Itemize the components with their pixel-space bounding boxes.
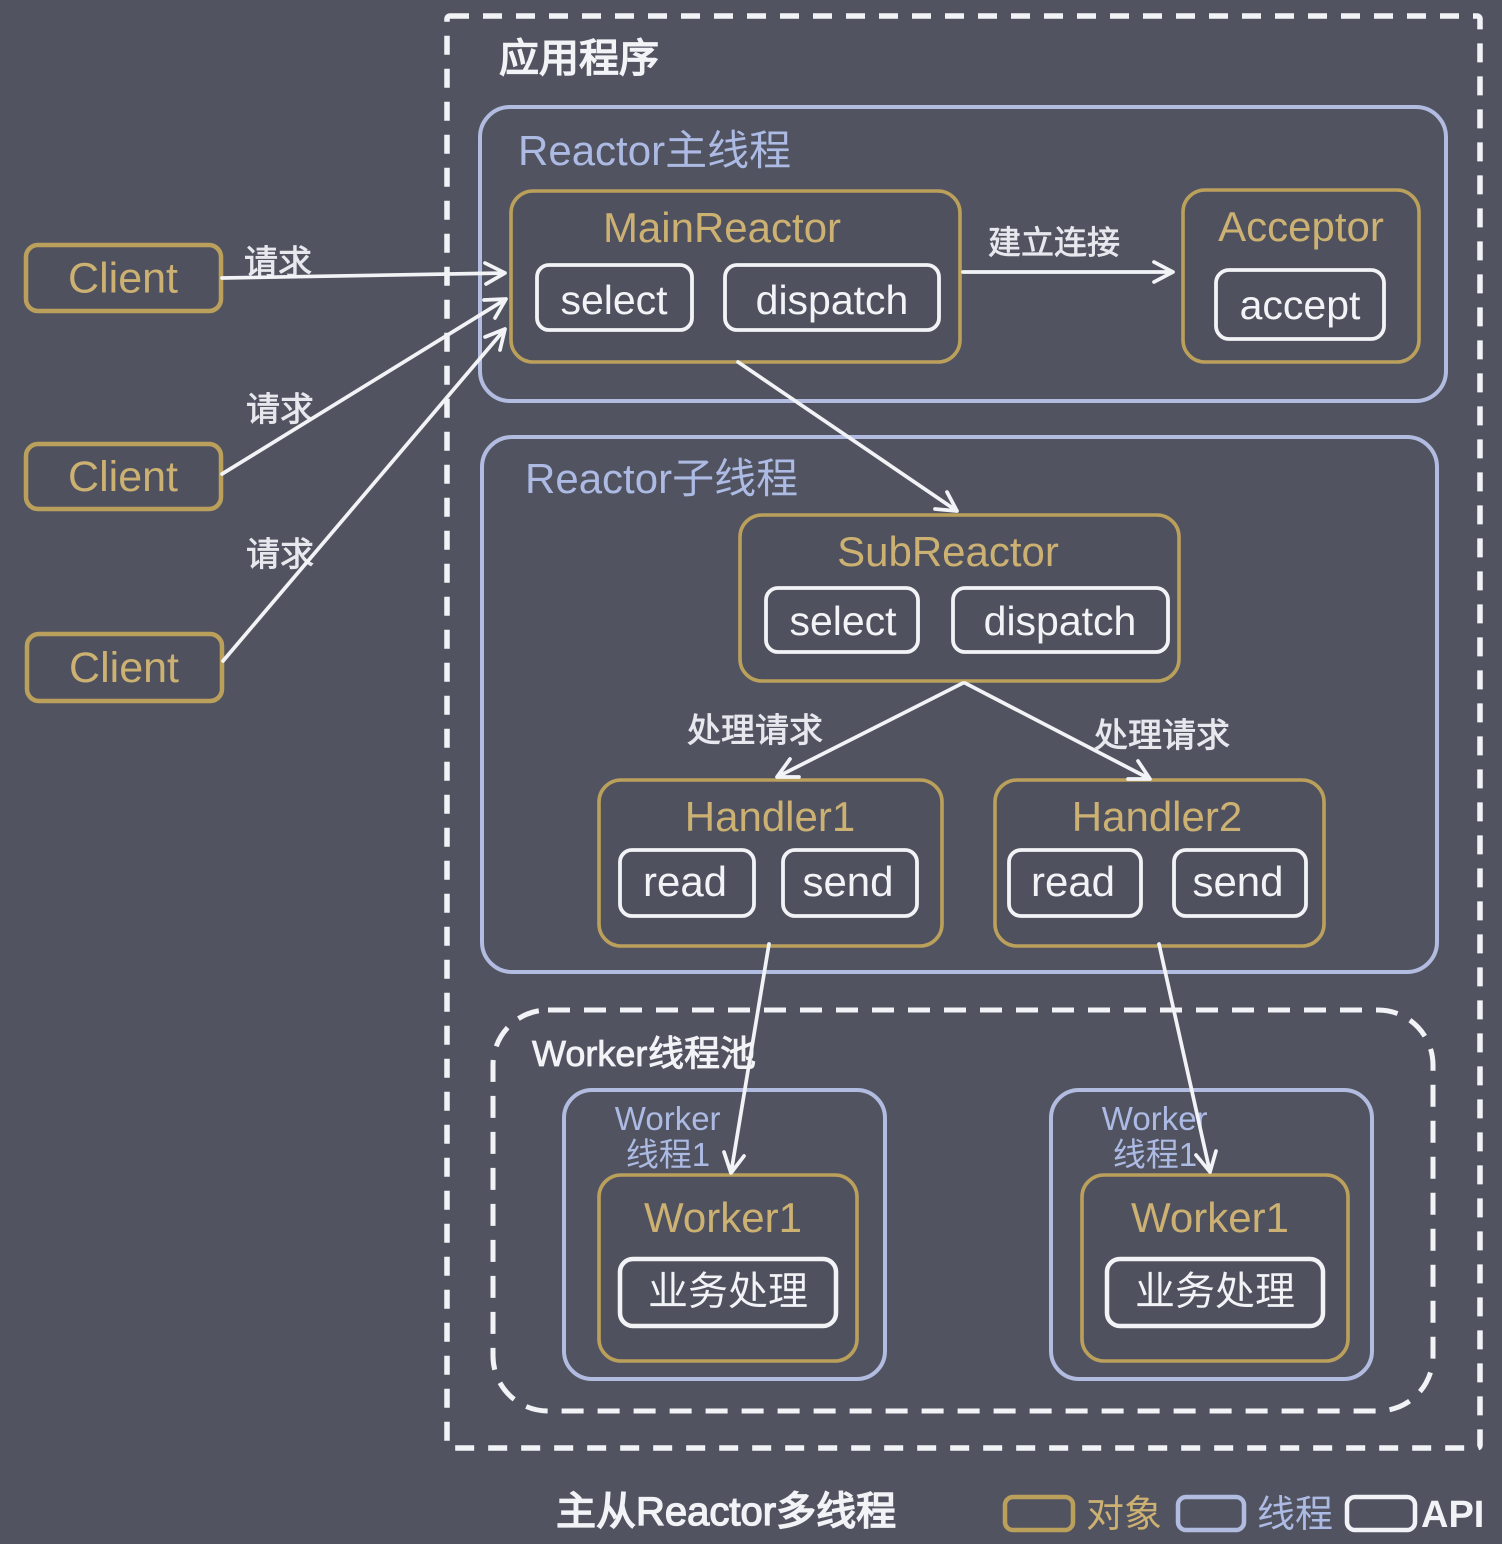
svg-text:Client: Client [69,644,179,692]
svg-text:read: read [643,858,727,905]
svg-text:dispatch: dispatch [984,598,1137,644]
svg-text:SubReactor: SubReactor [837,528,1059,575]
svg-text:send: send [1192,858,1283,905]
svg-text:1: 1 [1179,1136,1197,1173]
svg-text:Client: Client [68,255,178,303]
svg-text:select: select [789,598,897,644]
svg-text:API: API [1421,1494,1484,1536]
svg-text:1: 1 [692,1136,710,1173]
svg-text:Handler1: Handler1 [685,793,855,840]
svg-text:Worker1: Worker1 [1131,1194,1289,1241]
svg-text:Reactor: Reactor [518,127,665,174]
svg-text:send: send [802,858,893,905]
svg-text:select: select [560,277,668,323]
svg-text:Reactor: Reactor [525,455,672,502]
svg-text:Worker1: Worker1 [644,1194,802,1241]
svg-text:read: read [1031,858,1115,905]
svg-text:Worker: Worker [1102,1100,1208,1137]
svg-text:Handler2: Handler2 [1072,793,1242,840]
svg-text:Reactor: Reactor [636,1490,776,1534]
svg-text:Worker: Worker [532,1033,647,1074]
svg-text:accept: accept [1240,282,1361,328]
svg-text:Acceptor: Acceptor [1218,203,1384,250]
svg-text:Client: Client [68,453,178,501]
svg-text:MainReactor: MainReactor [603,204,841,251]
svg-text:Worker: Worker [615,1100,721,1137]
svg-text:dispatch: dispatch [756,277,909,323]
